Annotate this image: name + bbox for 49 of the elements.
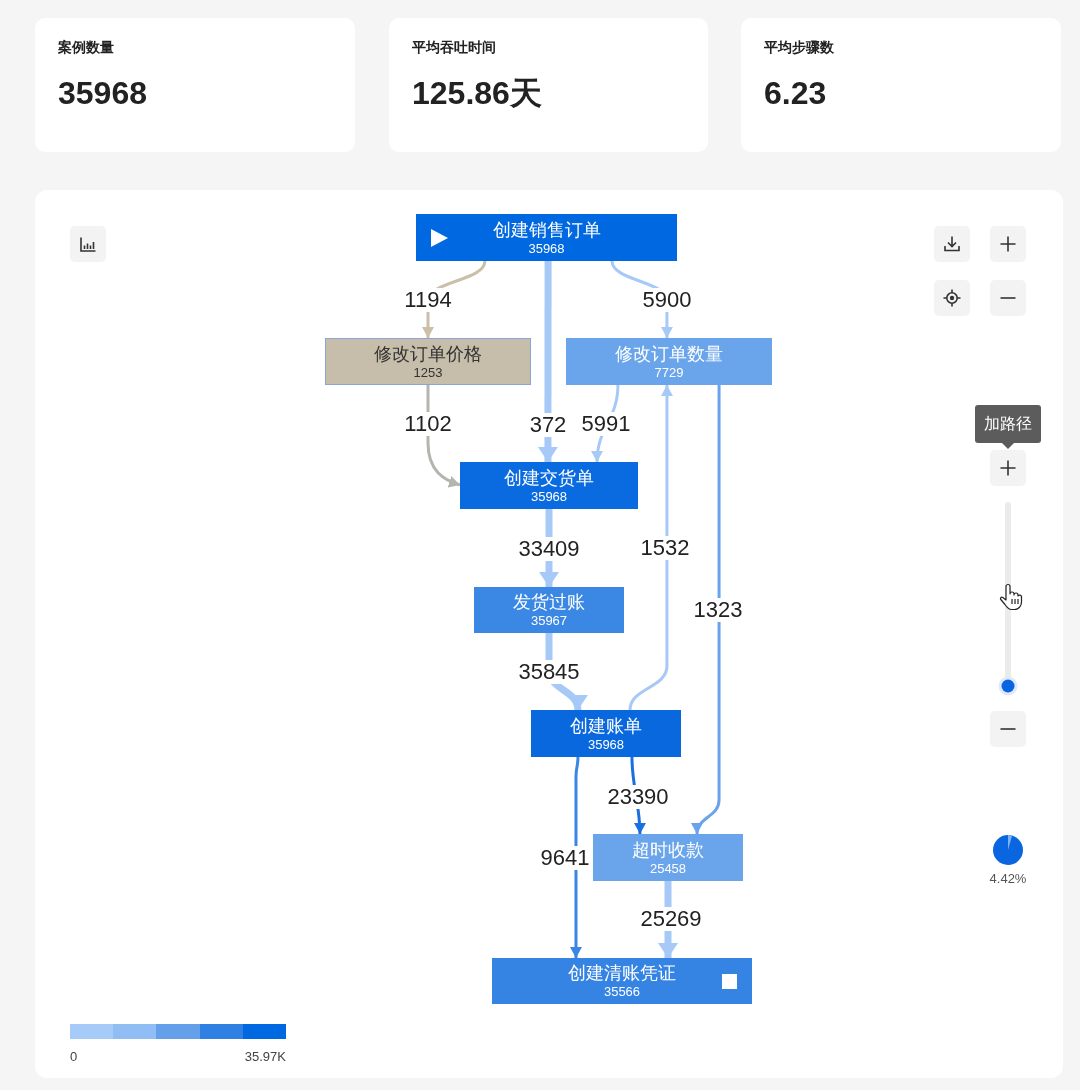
activity-name: 创建销售订单: [492, 219, 601, 240]
stat-label: 平均吞吐时间: [412, 38, 496, 56]
legend-label: 35.97K: [244, 1049, 286, 1065]
edge-label: 25269: [638, 907, 704, 931]
activity-box: [460, 462, 638, 509]
activity-count: 35968: [587, 737, 625, 752]
activity-box: [593, 834, 743, 881]
activity-box: [531, 710, 681, 757]
stat-value: 125.86天: [412, 74, 542, 112]
legend-label: 0: [70, 1049, 78, 1065]
edge-label: 35845: [516, 660, 582, 684]
stat-label: 平均步骤数: [764, 38, 834, 56]
edge-label: 5900: [640, 288, 694, 312]
activity-name: 修改订单价格: [374, 343, 482, 364]
activity-name: 创建清账凭证: [568, 963, 676, 983]
flow-arrow: [628, 385, 673, 711]
edge-label: 33409: [516, 537, 582, 561]
activity-name: 发货过账: [513, 592, 585, 612]
activity-name: 创建交货单: [504, 467, 594, 488]
flow-arrow: [537, 261, 558, 462]
activity-box: [492, 958, 752, 1004]
edge-label: 372: [527, 413, 569, 437]
activity-count: 35967: [530, 614, 568, 628]
activity-name: 修改订单数量: [615, 343, 723, 364]
edge-label: 9641: [538, 846, 592, 870]
tooltip-text: 加路径: [983, 414, 1033, 434]
activity-count: 35968: [530, 489, 568, 504]
tooltip: [975, 405, 1041, 443]
activity-count: 7729: [654, 365, 684, 380]
activity-count: 1253: [413, 365, 443, 380]
activity-count: 35566: [603, 985, 641, 999]
edge-label: 23390: [605, 785, 671, 809]
flow-arrow: [570, 756, 582, 958]
stat-value: 35968: [58, 74, 147, 112]
stat-value: 6.23: [764, 74, 827, 112]
activity-box: [474, 587, 624, 633]
edge-label: 5991: [579, 412, 633, 436]
edge-label: 1194: [402, 288, 454, 312]
activity-name: 创建账单: [570, 715, 642, 736]
activity-count: 35968: [528, 241, 565, 256]
activity-name: 超时收款: [632, 839, 704, 860]
edge-label: 1102: [402, 412, 454, 436]
activity-count: 25458: [649, 861, 687, 876]
activity-box: [566, 338, 772, 385]
flow-arrow: [692, 385, 721, 835]
percent-label: 4.42%: [989, 870, 1027, 886]
activity-box: [416, 214, 677, 261]
stat-label: 案例数量: [58, 38, 114, 56]
activity-box: [325, 338, 531, 385]
